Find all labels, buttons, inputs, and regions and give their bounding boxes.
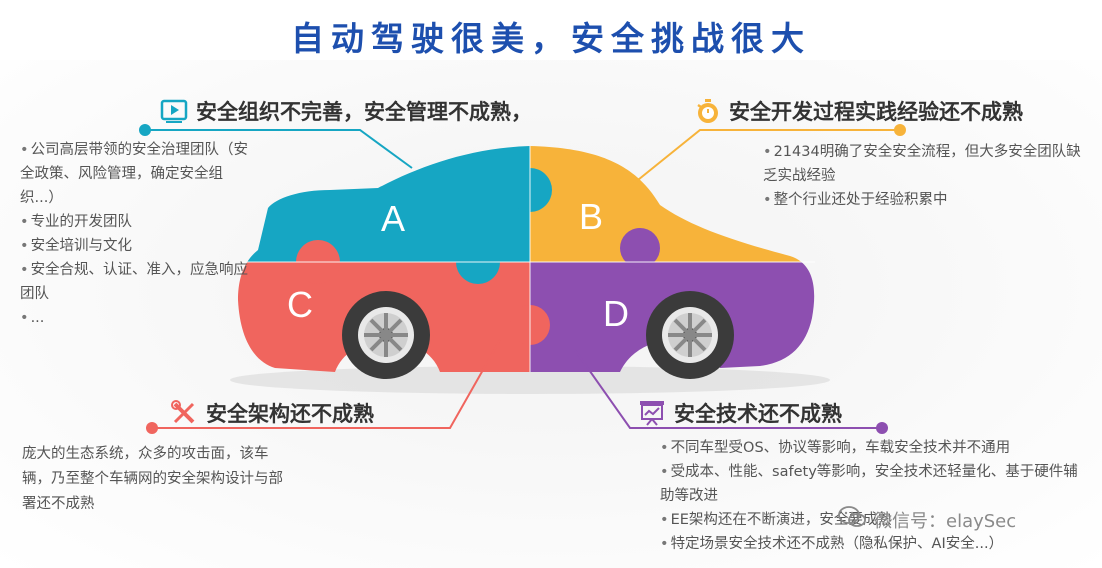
watermark-text: 微信号：elaySec bbox=[874, 510, 1017, 532]
section-d-title: 安全技术还不成熟 bbox=[674, 402, 842, 426]
front-wheel bbox=[646, 291, 734, 379]
list-item: 不同车型受OS、协议等影响，车载安全技术并不通用 bbox=[660, 436, 1085, 460]
connector-c bbox=[152, 339, 501, 429]
section-d-heading: 安全技术还不成熟 bbox=[638, 398, 842, 428]
section-a-title: 安全组织不完善，安全管理不成熟， bbox=[196, 100, 532, 124]
page-title: 自动驾驶很美，安全挑战很大 bbox=[291, 19, 811, 58]
piece-label-d: D bbox=[603, 293, 629, 334]
knob-d-to-b bbox=[620, 228, 660, 268]
list-item: 安全培训与文化 bbox=[20, 234, 252, 258]
list-item: 整个行业还处于经验积累中 bbox=[763, 188, 1083, 212]
list-item: 安全合规、认证、准入，应急响应团队 bbox=[20, 258, 252, 306]
section-c-text: 庞大的生态系统，众多的攻击面，该车辆，乃至整个车辆网的安全架构设计与部署还不成熟 bbox=[22, 446, 283, 512]
list-item: 受成本、性能、safety等影响，安全技术还轻量化、基于硬件辅助等改进 bbox=[660, 460, 1085, 508]
section-c-title: 安全架构还不成熟 bbox=[206, 402, 374, 426]
section-a-list: 公司高层带领的安全治理团队（安全政策、风险管理，确定安全组织...） 专业的开发… bbox=[20, 138, 252, 330]
section-a-heading: 安全组织不完善，安全管理不成熟， bbox=[160, 96, 532, 126]
piece-label-b: B bbox=[579, 196, 603, 237]
wechat-icon bbox=[838, 505, 868, 534]
video-icon bbox=[160, 97, 188, 125]
connector-b bbox=[627, 129, 900, 189]
connector-dot-c bbox=[146, 422, 158, 434]
list-item: 特定场景安全技术还不成熟（隐私保护、AI安全...） bbox=[660, 532, 1085, 556]
connector-dot-a bbox=[139, 124, 151, 136]
connector-dot-b bbox=[894, 124, 906, 136]
section-b-heading: 安全开发过程实践经验还不成熟 bbox=[693, 96, 1023, 126]
connector-dot-d bbox=[876, 422, 888, 434]
piece-label-a: A bbox=[381, 198, 405, 239]
presentation-board-icon bbox=[638, 399, 666, 427]
section-c-heading: 安全架构还不成熟 bbox=[170, 398, 374, 428]
piece-label-c: C bbox=[287, 284, 313, 325]
rear-wheel bbox=[342, 291, 430, 379]
list-item: 专业的开发团队 bbox=[20, 210, 252, 234]
connector-d bbox=[574, 349, 882, 429]
watermark: 微信号：elaySec bbox=[838, 505, 1016, 534]
section-b-list: 21434明确了安全安全流程，但大多安全团队缺乏实战经验 整个行业还处于经验积累… bbox=[763, 140, 1083, 212]
list-item: 21434明确了安全安全流程，但大多安全团队缺乏实战经验 bbox=[763, 140, 1083, 188]
list-item: ... bbox=[20, 306, 252, 330]
list-item: 公司高层带领的安全治理团队（安全政策、风险管理，确定安全组织...） bbox=[20, 138, 252, 210]
tools-icon bbox=[170, 399, 198, 427]
section-d-list: 不同车型受OS、协议等影响，车载安全技术并不通用 受成本、性能、safety等影… bbox=[660, 436, 1085, 556]
list-item: EE架构还在不断演进，安全要成熟 bbox=[660, 508, 1085, 532]
section-b-title: 安全开发过程实践经验还不成熟 bbox=[729, 100, 1023, 124]
connector-a bbox=[145, 129, 413, 169]
stopwatch-icon bbox=[693, 97, 721, 125]
